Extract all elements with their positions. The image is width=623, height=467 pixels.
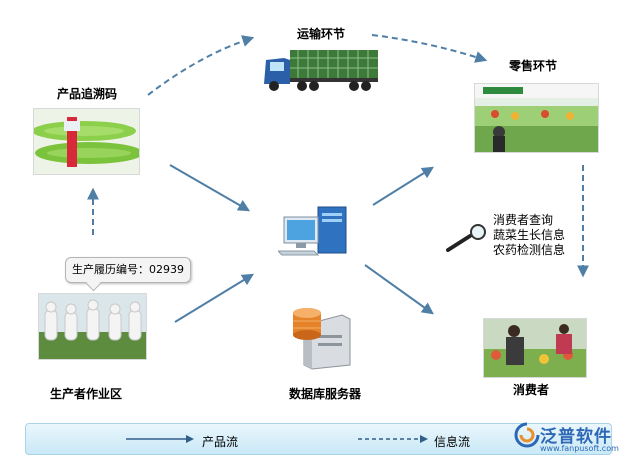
label-consumer: 消费者 <box>513 383 550 397</box>
query-info-list: 消费者查询 蔬菜生长信息 农药检测信息 <box>493 213 565 258</box>
label-transport: 运输环节 <box>297 27 346 41</box>
label-retail: 零售环节 <box>509 59 558 73</box>
magnifier-icon <box>444 224 490 254</box>
fanpu-logo-icon <box>514 422 540 448</box>
photo-bitter-melon-image <box>33 108 140 175</box>
truck-icon <box>262 44 380 94</box>
product-arrow-producer-to-computer <box>174 273 255 323</box>
query-info-line: 消费者查询 <box>493 213 554 227</box>
query-info-line: 蔬菜生长信息 <box>493 228 566 242</box>
legend-info-flow-label: 信息流 <box>434 435 471 449</box>
photo-supermarket-image <box>474 83 599 153</box>
info-arrow-transport-to-retail <box>371 34 488 63</box>
product-arrow-computer-to-consumer <box>364 264 434 315</box>
photo-production-workers-image <box>38 293 147 360</box>
production-id-callout: 生产履历编号：02939 <box>65 257 191 283</box>
logo-url: www.fanpusoft.com <box>540 444 619 453</box>
legend-bar: 产品流 信息流 <box>25 423 612 455</box>
legend-product-flow-label: 产品流 <box>202 435 239 449</box>
logo-name: 泛普软件 <box>540 427 612 447</box>
info-arrow-code-to-transport <box>147 35 255 96</box>
computer-icon <box>276 205 353 257</box>
label-traceability-code: 产品追溯码 <box>57 87 118 101</box>
label-producer: 生产者作业区 <box>50 387 123 401</box>
legend-dashed-arrow-icon <box>358 435 428 443</box>
product-arrow-code-to-computer <box>169 164 251 212</box>
legend-solid-arrow-icon <box>126 435 194 443</box>
fanpu-logo: 泛普软件 www.fanpusoft.com <box>512 418 622 458</box>
query-info-line: 农药检测信息 <box>493 243 566 257</box>
label-database: 数据库服务器 <box>289 387 362 401</box>
database-server-icon <box>290 305 352 370</box>
product-arrow-computer-to-retail <box>372 166 435 206</box>
photo-consumer-market-image <box>483 318 587 378</box>
